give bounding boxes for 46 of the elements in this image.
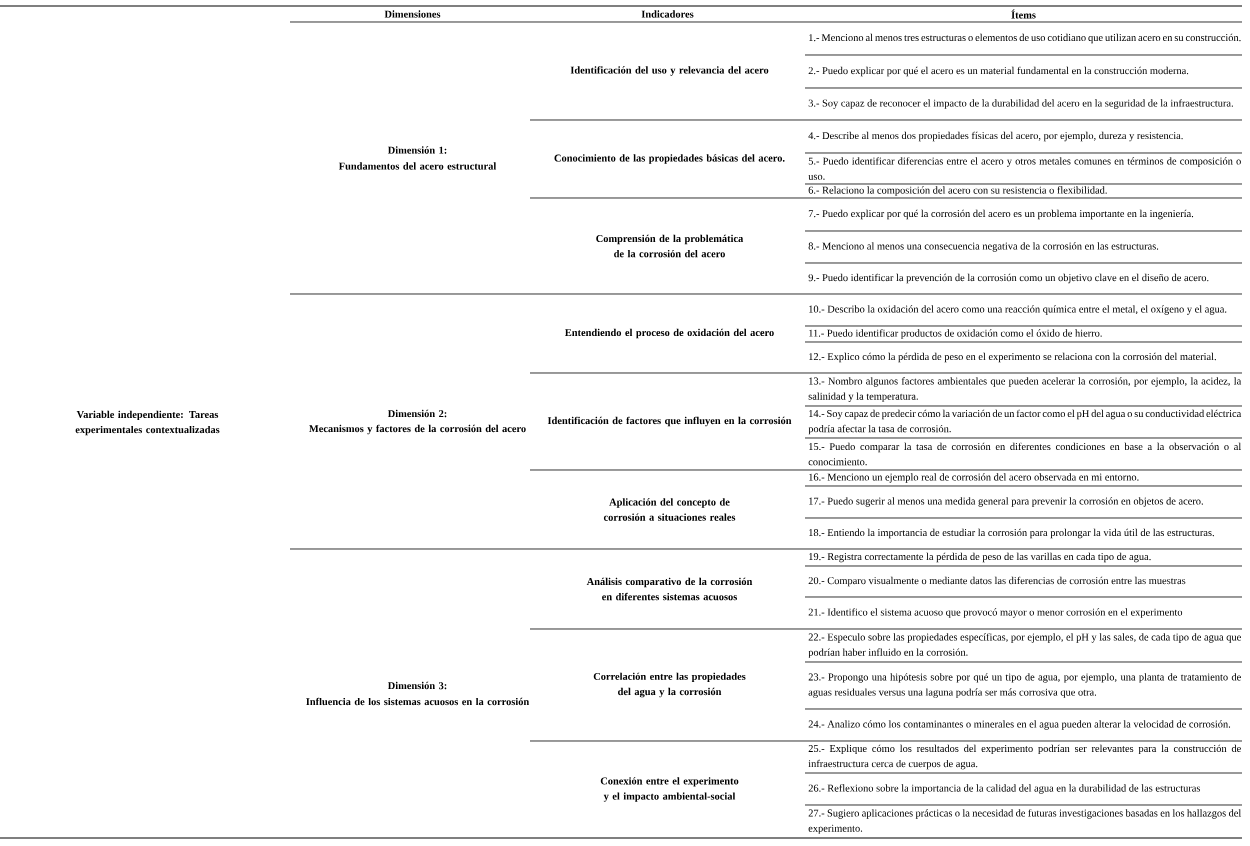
item-cell: 22.- Especulo sobre las propiedades específicas, por ejemplo, el pH y las sales, de cada tipo de agua que podrían haber influido en la corrosión. [808,633,1241,658]
dimension-heading: Dimensión 2: [387,409,447,418]
header-cell: Dimensiones [384,10,441,18]
item-cell: 4.- Describe al menos dos propiedades físicas del acero, por ejemplo, dureza y resistencia. [808,131,1183,142]
indicator-cell: Comprensión de la problemática de la corrosión del acero [596,234,744,258]
indicator-cell: Identificación de factores que influyen en la corrosión [547,416,792,427]
indicator-cell: Conexión entre el experimento y el impacto ambiental-social [600,777,739,802]
item-cell: 14.- Soy capaz de predecir cómo la variación de un factor como el pH del agua o su conductividad eléctrica podría afectar la tasa de corrosión. [808,409,1242,435]
header-cell: Indicadores [641,10,694,18]
indicator-cell: Identificación del uso y relevancia del acero [570,66,769,76]
item-cell: 23.- Propongo una hipótesis sobre por qué un tipo de agua, por ejemplo, una planta de tratamiento de aguas residuales versus una laguna podría ser más corrosiva que otra. [808,673,1241,698]
indicator-cell: Entendiendo el proceso de oxidación del acero [565,328,774,339]
item-cell: 13.- Nombro algunos factores ambientales que pueden acelerar la corrosión, por ejemplo, la acidez, la salinidad y la temperatura. [808,377,1242,402]
item-cell: 18.- Entiendo la importancia de estudiar la corrosión para prolongar la vida útil de las estructuras. [809,528,1214,539]
indicator-cell: Conocimiento de las propiedades básicas del acero. [554,154,785,164]
item-cell: 21.- Identifico el sistema acuoso que provocó mayor o menor corrosión en el experimento [808,608,1183,618]
item-cell: 20.- Comparo visualmente o mediante datos las diferencias de corrosión entre las muestras [808,576,1186,587]
item-cell: 15.- Puedo comparar la tasa de corrosión en diferentes condiciones en base a la observación o al conocimiento. [808,442,1242,466]
item-cell: 3.- Soy capaz de reconocer el impacto de la durabilidad del acero en la seguridad de la infraestructura. [808,99,1233,109]
item-cell: 24.- Analizo cómo los contaminantes o minerales en el agua pueden alterar la velocidad de corrosión. [808,720,1231,730]
dimension-heading: Dimensión 1: [387,146,447,154]
item-cell: 6.- Relaciono la composición del acero con su resistencia o flexibilidad. [808,186,1107,196]
item-cell: 25.- Explique cómo los resultados del experimento podrían ser relevantes para la construcción de infraestructura cerca de cuerpos de agua. [808,744,1241,770]
header-cell: Ítems [1011,9,1036,19]
item-cell: 2.- Puedo explicar por qué el acero es un material fundamental en la construcción moderna. [808,66,1189,77]
indicator-cell: Correlación entre las propiedades del agua y la corrosión [593,672,746,698]
item-cell: 11.- Puedo identificar productos de oxidación como el óxido de hierro. [809,329,1102,339]
item-cell: 12.- Explico cómo la pérdida de peso en el experimento se relaciona con la corrosión del material. [809,352,1216,363]
dimension-cell: Influencia de los sistemas acuosos en la corrosión [306,697,530,706]
dimension-cell: Fundamentos del acero estructural [338,162,497,170]
indicator-cell: Análisis comparativo de la corrosión en diferentes sistemas acuosos [586,577,753,601]
item-cell: 1.- Menciono al menos tres estructuras o elementos de uso cotidiano que utilizan acero en su construcción. [809,33,1241,44]
indicator-cell: Aplicación del concepto de corrosión a situaciones reales [603,498,736,521]
dimension-cell: Mecanismos y factores de la corrosión del acero [309,424,526,435]
item-cell: 27.- Sugiero aplicaciones prácticas o la necesidad de futuras investigaciones basadas en los hallazgos del experimento. [808,809,1242,834]
item-cell: 5.- Puedo identificar diferencias entre el acero y otros metales comunes en términos de composición o uso. [808,157,1241,180]
item-cell: 9.- Puedo identificar la prevención de la corrosión como un objetivo clave en el diseño de acero. [808,273,1209,284]
item-cell: 19.- Registra correctamente la pérdida de peso de las varillas en cada tipo de agua. [809,552,1151,563]
item-cell: 8.- Menciono al menos una consecuencia negativa de la corrosión en las estructuras. [808,242,1159,252]
item-cell: 26.- Reflexiono sobre la importancia de la calidad del agua en la durabilidad de las estructuras [808,784,1201,794]
item-cell: 16.- Menciono un ejemplo real de corrosión del acero observada en mi entorno. [809,473,1139,483]
variable-cell: Variable independiente: Tareas experimentales contextualizadas [75,410,220,436]
item-cell: 10.- Describo la oxidación del acero como una reacción química entre el metal, el oxígeno y el agua. [809,305,1227,315]
item-cell: 7.- Puedo explicar por qué la corrosión del acero es un problema importante en la ingeniería. [808,209,1194,220]
item-cell: 17.- Puedo sugerir al menos una medida general para prevenir la corrosión en objetos de acero. [809,497,1203,507]
dimension-heading: Dimensión 3: [387,681,447,690]
